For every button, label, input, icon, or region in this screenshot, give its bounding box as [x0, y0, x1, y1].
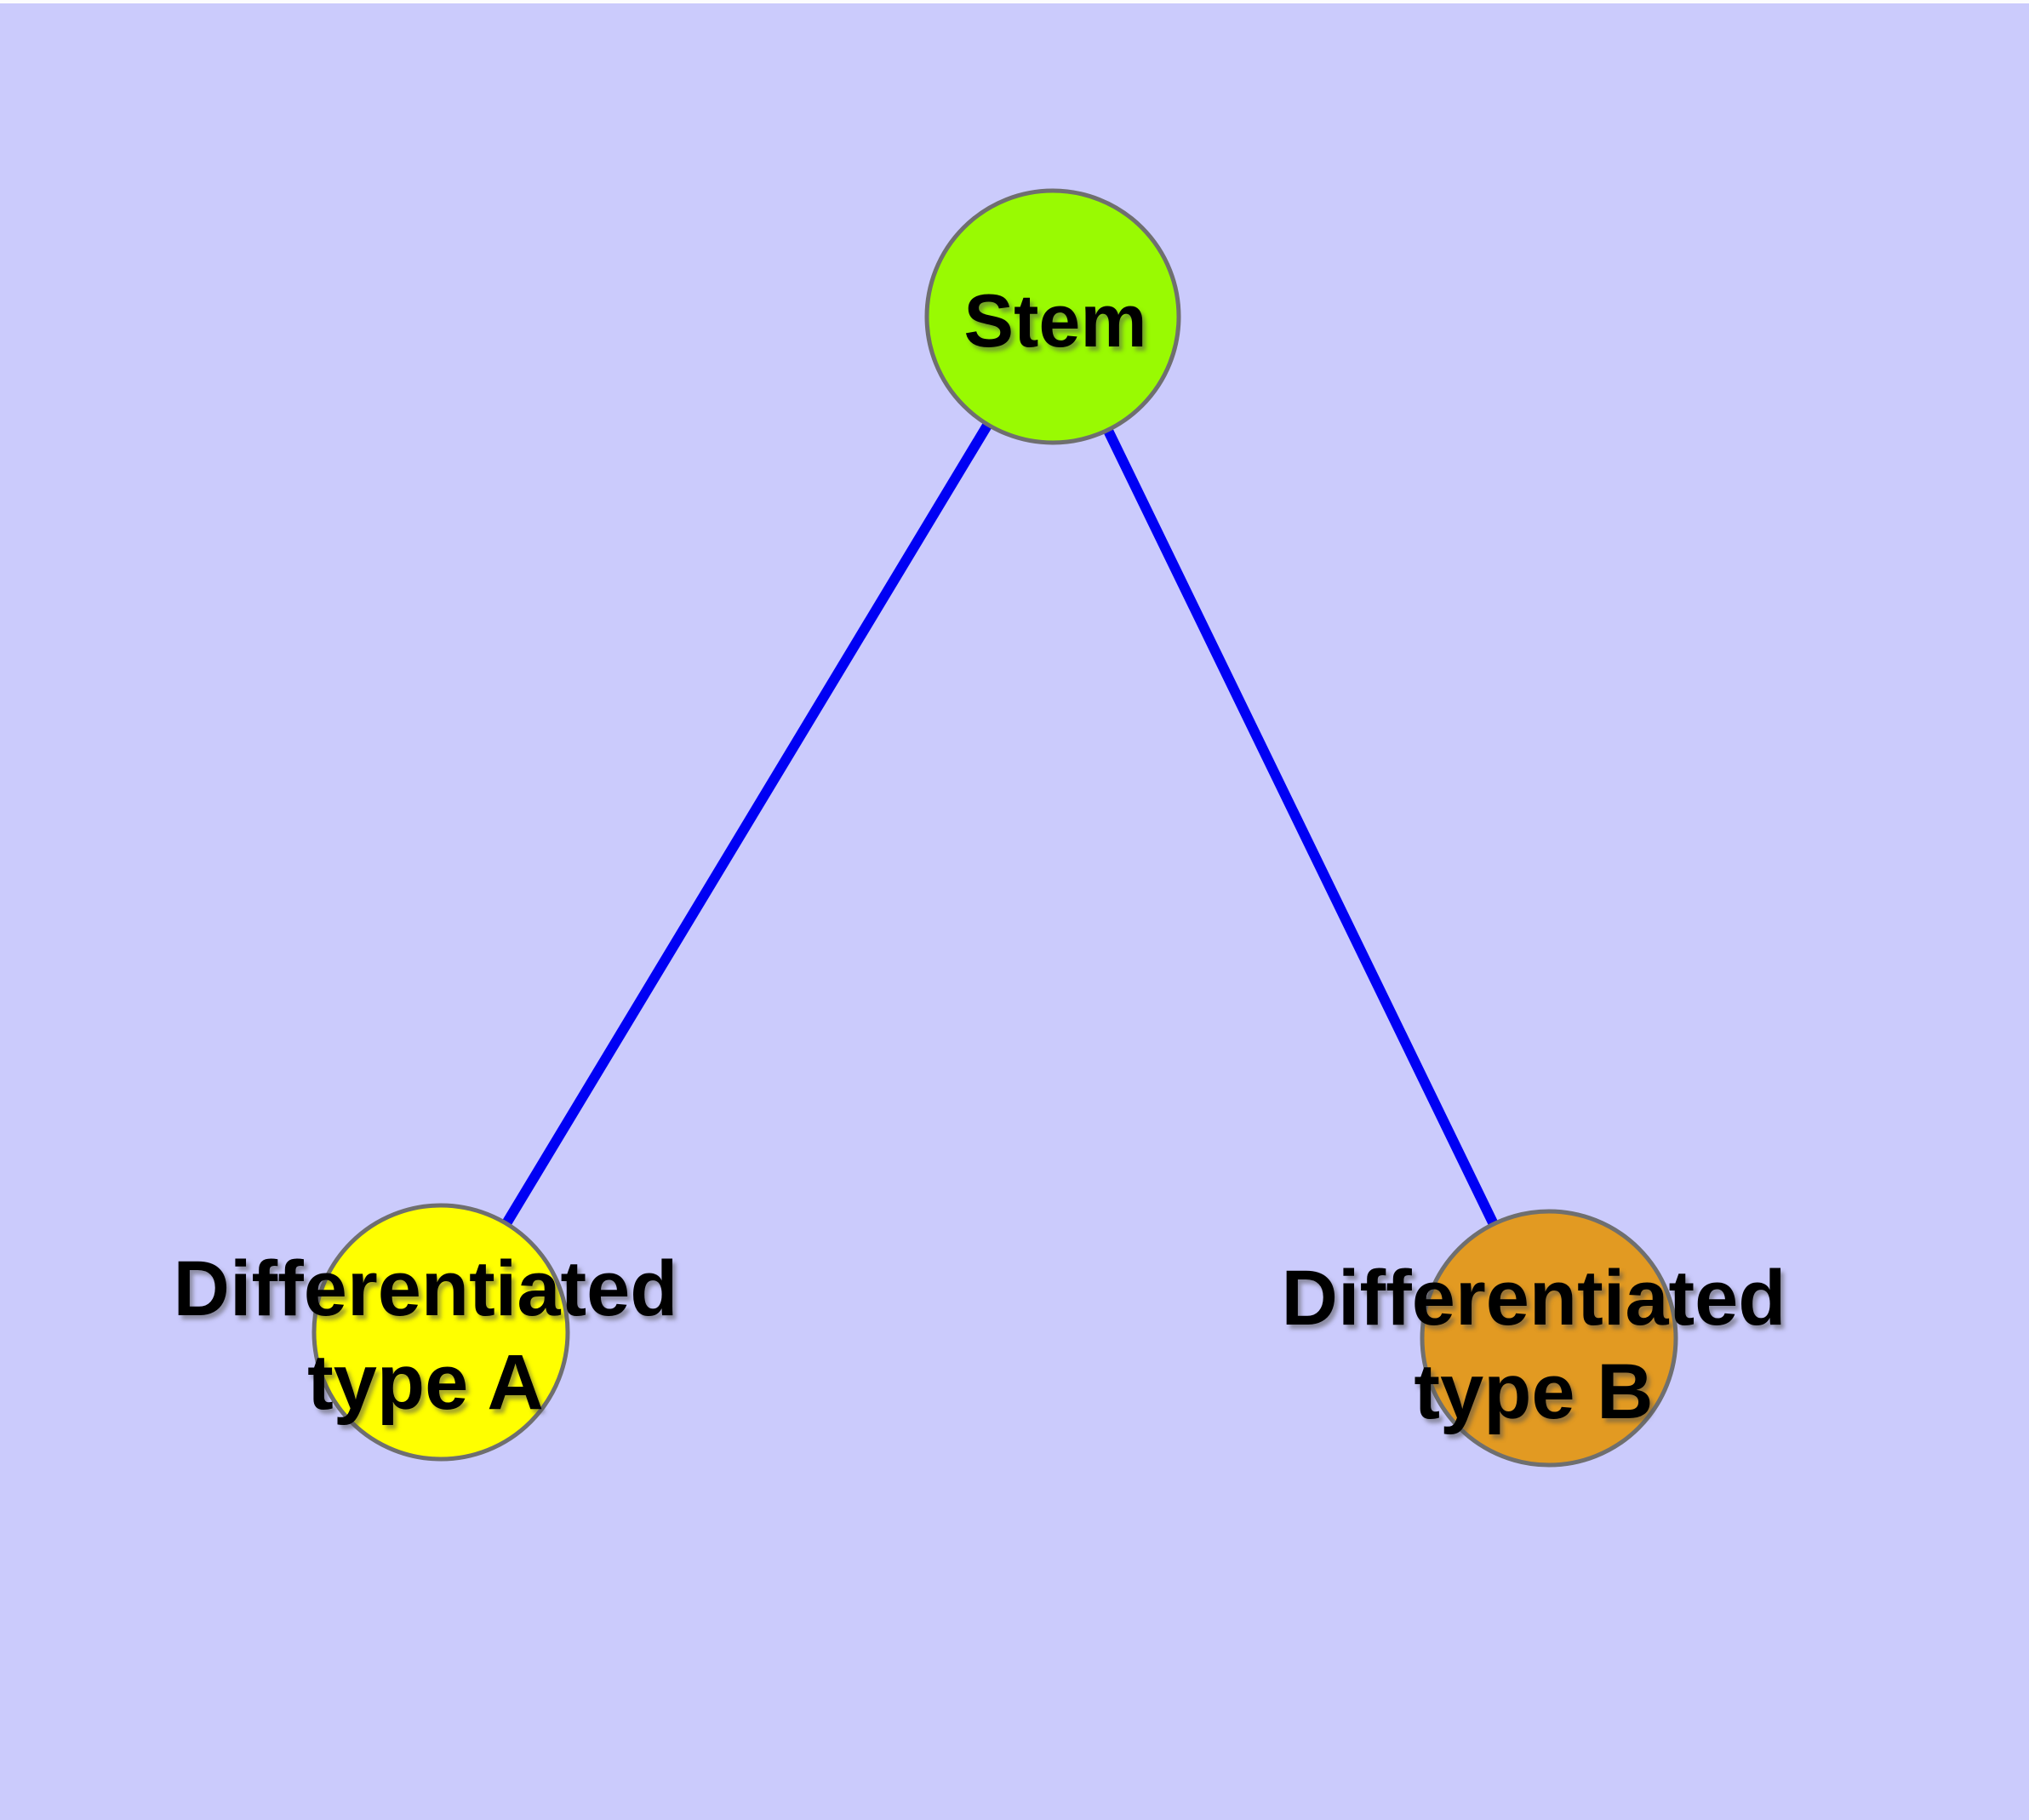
- node-label-text: type A: [307, 1339, 544, 1426]
- node-label-type-b: Differentiated type B: [1282, 1251, 1786, 1439]
- node-type-b: [1420, 1209, 1678, 1468]
- node-stem: [924, 188, 1181, 445]
- node-type-a: [311, 1203, 570, 1462]
- top-margin: [0, 0, 2029, 3]
- edge-stem-to-type-a: [436, 313, 1058, 1336]
- edge-stem-to-type-b: [1048, 314, 1554, 1341]
- node-label-text: Differentiated: [1281, 1255, 1786, 1342]
- node-label-stem: Stem: [963, 274, 1146, 368]
- node-label-text: Differentiated: [173, 1245, 678, 1332]
- node-label-text: Stem: [963, 278, 1147, 363]
- node-label-text: type B: [1414, 1348, 1654, 1435]
- node-label-type-a: Differentiated type A: [174, 1242, 678, 1429]
